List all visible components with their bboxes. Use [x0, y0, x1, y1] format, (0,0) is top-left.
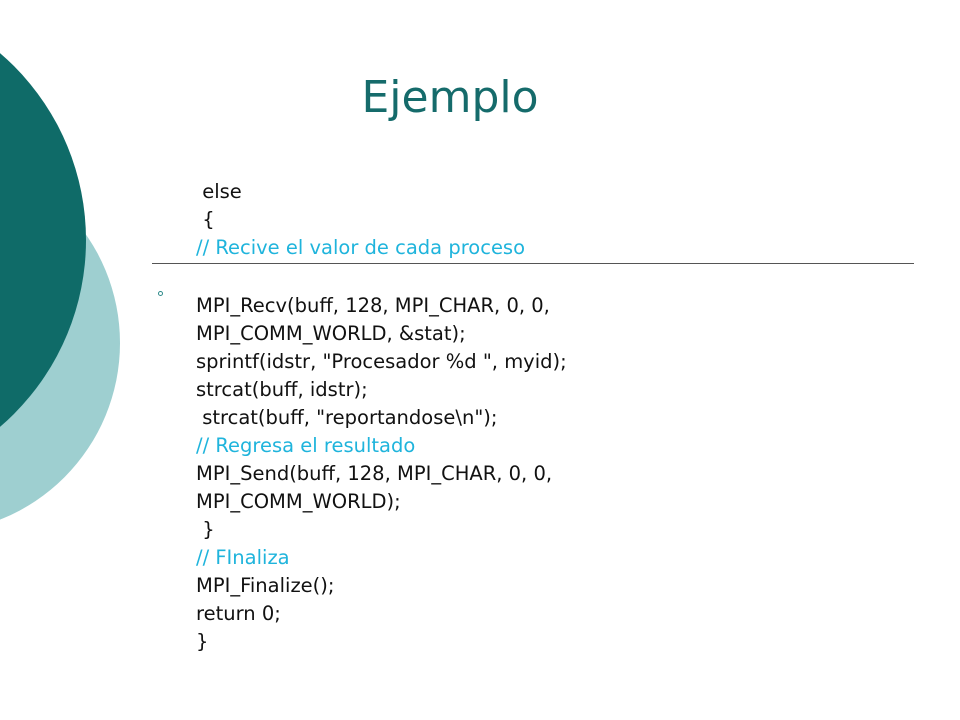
code-line-strcat-reportandose: strcat(buff, "reportandose\n");: [196, 406, 498, 429]
code-comment-finaliza: // FInaliza: [196, 546, 290, 569]
code-line-open-brace: {: [196, 208, 215, 231]
code-line-mpi-comm-world-stat: MPI_COMM_WORLD, &stat);: [196, 322, 466, 345]
code-line-sprintf: sprintf(idstr, "Procesador %d ", myid);: [196, 350, 567, 373]
code-line-mpi-send: MPI_Send(buff, 128, MPI_CHAR, 0, 0,: [196, 462, 553, 485]
code-line-final-brace: }: [196, 630, 209, 653]
code-line-mpi-recv: MPI_Recv(buff, 128, MPI_CHAR, 0, 0,: [196, 294, 550, 317]
circle-bullet-icon: [158, 291, 163, 296]
code-line-strcat-idstr: strcat(buff, idstr);: [196, 378, 368, 401]
code-line-mpi-finalize: MPI_Finalize();: [196, 574, 335, 597]
code-line-return: return 0;: [196, 602, 281, 625]
code-comment-recive: // Recive el valor de cada proceso: [196, 236, 526, 259]
code-line-mpi-comm-world: MPI_COMM_WORLD);: [196, 490, 401, 513]
code-comment-regresa: // Regresa el resultado: [196, 434, 416, 457]
code-line-close-brace: }: [196, 518, 215, 541]
code-line-else: else: [196, 180, 242, 203]
slide-title: Ejemplo: [361, 72, 539, 123]
dark-teal-circle: [0, 53, 86, 427]
title-divider: [152, 263, 914, 264]
decorative-circles: [0, 53, 120, 520]
